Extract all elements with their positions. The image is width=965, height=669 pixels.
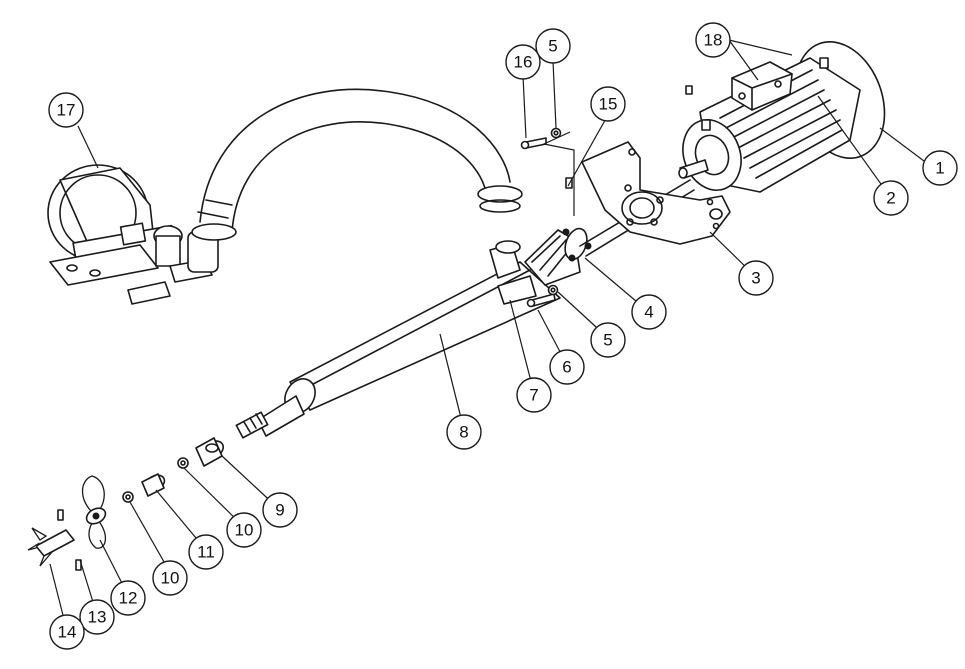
svg-text:14: 14	[58, 623, 77, 642]
svg-text:16: 16	[514, 53, 533, 72]
callout-4: 4	[631, 294, 667, 330]
svg-text:11: 11	[197, 543, 215, 562]
svg-text:7: 7	[529, 386, 538, 405]
callout-5-lower: 5	[590, 322, 626, 358]
svg-text:4: 4	[644, 303, 653, 322]
svg-text:10: 10	[161, 569, 180, 588]
svg-text:3: 3	[751, 269, 760, 288]
svg-text:9: 9	[275, 501, 284, 520]
callout-12: 12	[110, 580, 146, 616]
svg-text:6: 6	[562, 358, 571, 377]
fasteners	[520, 127, 573, 308]
spacers	[122, 437, 225, 503]
svg-text:13: 13	[88, 608, 107, 627]
electric-motor	[678, 41, 886, 193]
callout-18: 18	[695, 22, 731, 58]
callout-11: 11	[188, 534, 224, 570]
svg-text:2: 2	[886, 189, 895, 208]
callout-5-upper: 5	[535, 28, 571, 64]
svg-text:5: 5	[548, 37, 557, 56]
svg-text:1: 1	[935, 159, 944, 178]
callout-7: 7	[516, 377, 552, 413]
callout-17: 17	[48, 92, 84, 128]
svg-text:8: 8	[459, 423, 468, 442]
callout-8: 8	[446, 414, 482, 450]
propeller	[81, 475, 107, 549]
svg-text:17: 17	[57, 101, 76, 120]
callout-3: 3	[738, 260, 774, 296]
callout-9: 9	[262, 492, 298, 528]
callout-10-left: 10	[152, 560, 188, 596]
svg-text:12: 12	[119, 589, 138, 608]
callout-10-right: 10	[226, 512, 262, 548]
svg-text:10: 10	[235, 521, 254, 540]
mounting-bracket	[581, 141, 731, 245]
callout-6: 6	[549, 349, 585, 385]
callout-1: 1	[922, 150, 958, 186]
callout-15: 15	[590, 86, 626, 122]
pump-assembly	[47, 164, 219, 305]
callout-14: 14	[49, 614, 85, 650]
callout-16: 16	[505, 44, 541, 80]
deflector-cone	[27, 509, 82, 571]
callout-13: 13	[79, 599, 115, 635]
svg-text:18: 18	[704, 31, 723, 50]
stanchion-tube	[235, 240, 561, 439]
svg-text:15: 15	[599, 95, 618, 114]
callout-2: 2	[873, 180, 909, 216]
impeller-housing	[524, 227, 592, 286]
svg-text:5: 5	[603, 331, 612, 350]
hose	[191, 88, 523, 241]
